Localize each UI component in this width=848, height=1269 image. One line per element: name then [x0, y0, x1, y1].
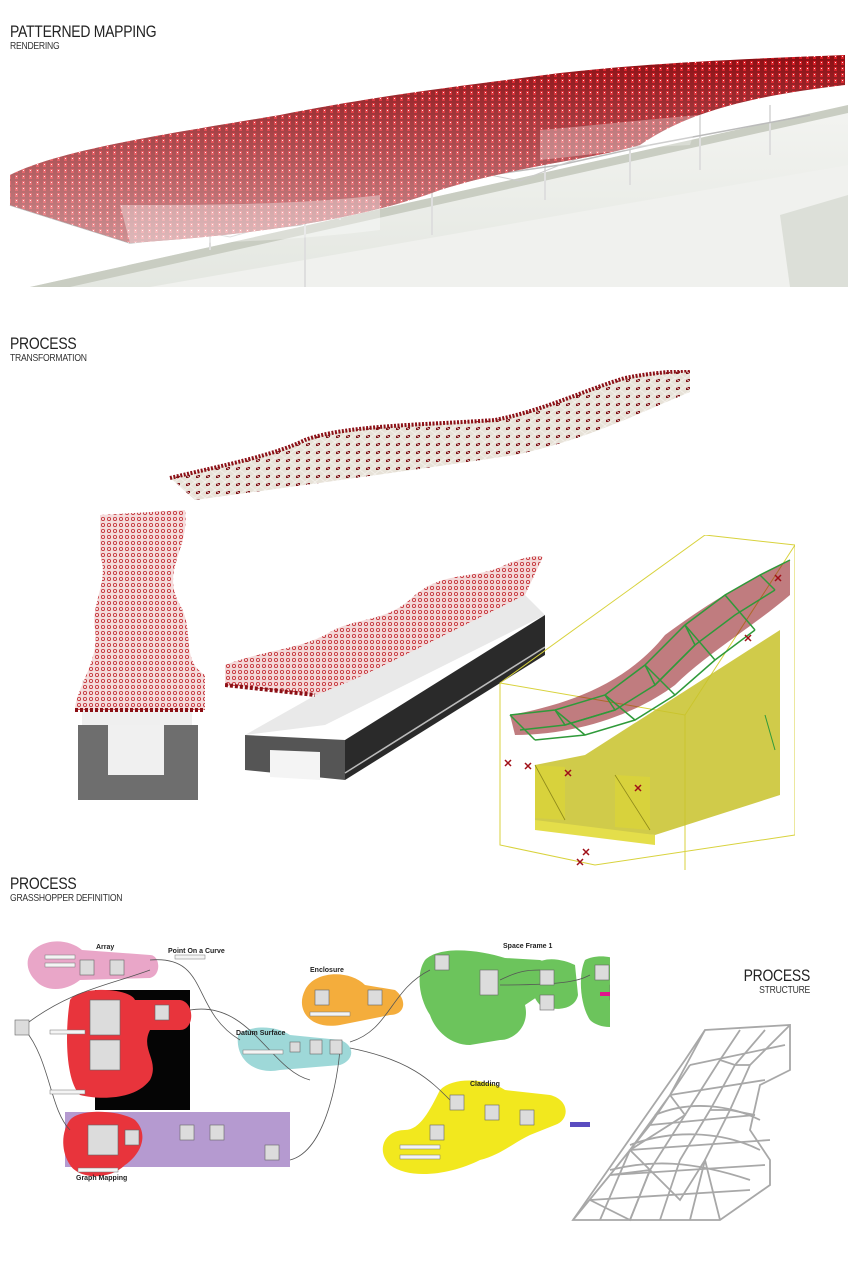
cladding-group [382, 1080, 566, 1175]
gh-group-label-cladding: Cladding [470, 1081, 500, 1088]
subheading: TRANSFORMATION [10, 352, 87, 364]
space-frame-group [419, 950, 552, 1045]
gh-group-label-datum-surface: Datum Surface [236, 1030, 286, 1037]
gh-group-label-enclosure: Enclosure [310, 967, 344, 974]
gh-group-label-point-on-curve: Point On a Curve [168, 948, 225, 955]
section-title-transformation: PROCESS TRANSFORMATION [10, 335, 87, 364]
gh-group-label-space-frame: Space Frame 1 [503, 943, 553, 950]
grasshopper-definition-diagram [10, 930, 610, 1200]
canopy-underside-view [165, 370, 695, 500]
space-frame-structure-wireframe [570, 1020, 820, 1225]
section-title-rendering: PATTERNED MAPPING RENDERING [10, 22, 157, 52]
section-title-grasshopper: PROCESS GRASSHOPPER DEFINITION [10, 874, 123, 904]
heading: PROCESS [10, 874, 77, 893]
section-title-structure: PROCESS STRUCTURE [743, 966, 811, 996]
structural-wireframe-model [495, 535, 795, 870]
gh-group-label-array: Array [96, 944, 115, 951]
subheading: GRASSHOPPER DEFINITION [10, 892, 123, 904]
canopy-on-channel-model [225, 555, 545, 825]
canopy-rendering-image [0, 55, 848, 287]
gh-group-label-graph-mapping: Graph Mapping [76, 1175, 128, 1182]
heading: PROCESS [10, 334, 77, 353]
heading: PATTERNED MAPPING [10, 22, 157, 41]
heading: PROCESS [743, 966, 811, 985]
subheading: RENDERING [10, 40, 60, 52]
twisted-model-front-view [70, 510, 220, 810]
subheading: STRUCTURE [759, 984, 810, 996]
